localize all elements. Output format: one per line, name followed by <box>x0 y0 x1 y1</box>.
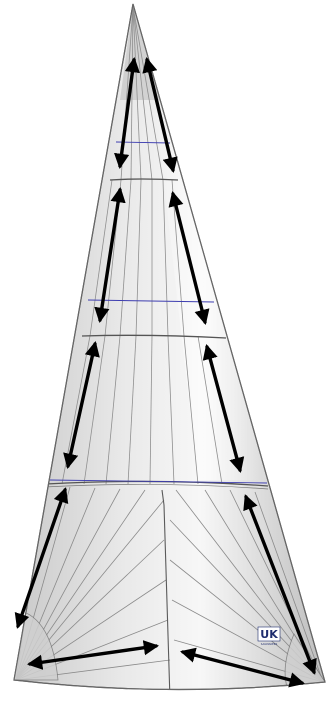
brand-logo: UK SAILMAKERS <box>258 627 280 646</box>
logo-mark: UK <box>260 628 278 641</box>
sail-body <box>14 4 325 690</box>
logo-subtext: SAILMAKERS <box>261 642 278 646</box>
